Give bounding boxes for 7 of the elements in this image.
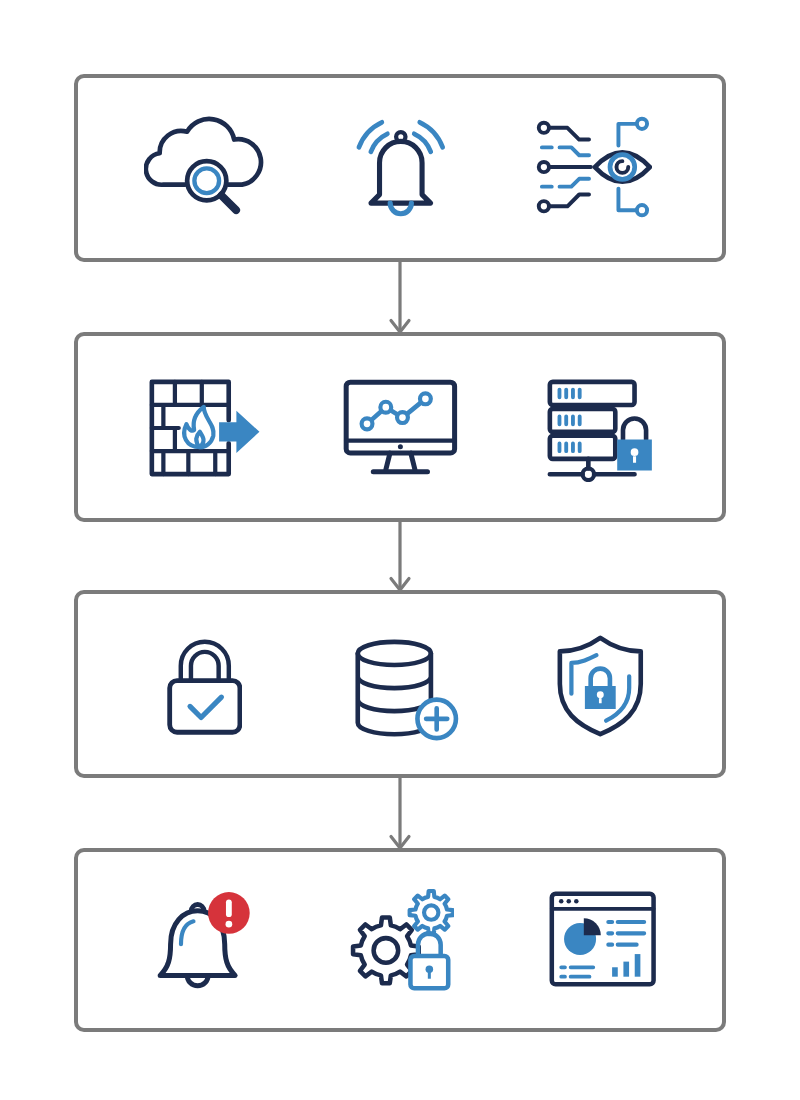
arrow bbox=[389, 522, 411, 592]
arrow bbox=[389, 262, 411, 334]
icon-panel bbox=[74, 74, 726, 262]
icon-panel bbox=[74, 848, 726, 1032]
arrow bbox=[389, 778, 411, 850]
icon-panel bbox=[74, 590, 726, 778]
icon-panel bbox=[74, 332, 726, 522]
